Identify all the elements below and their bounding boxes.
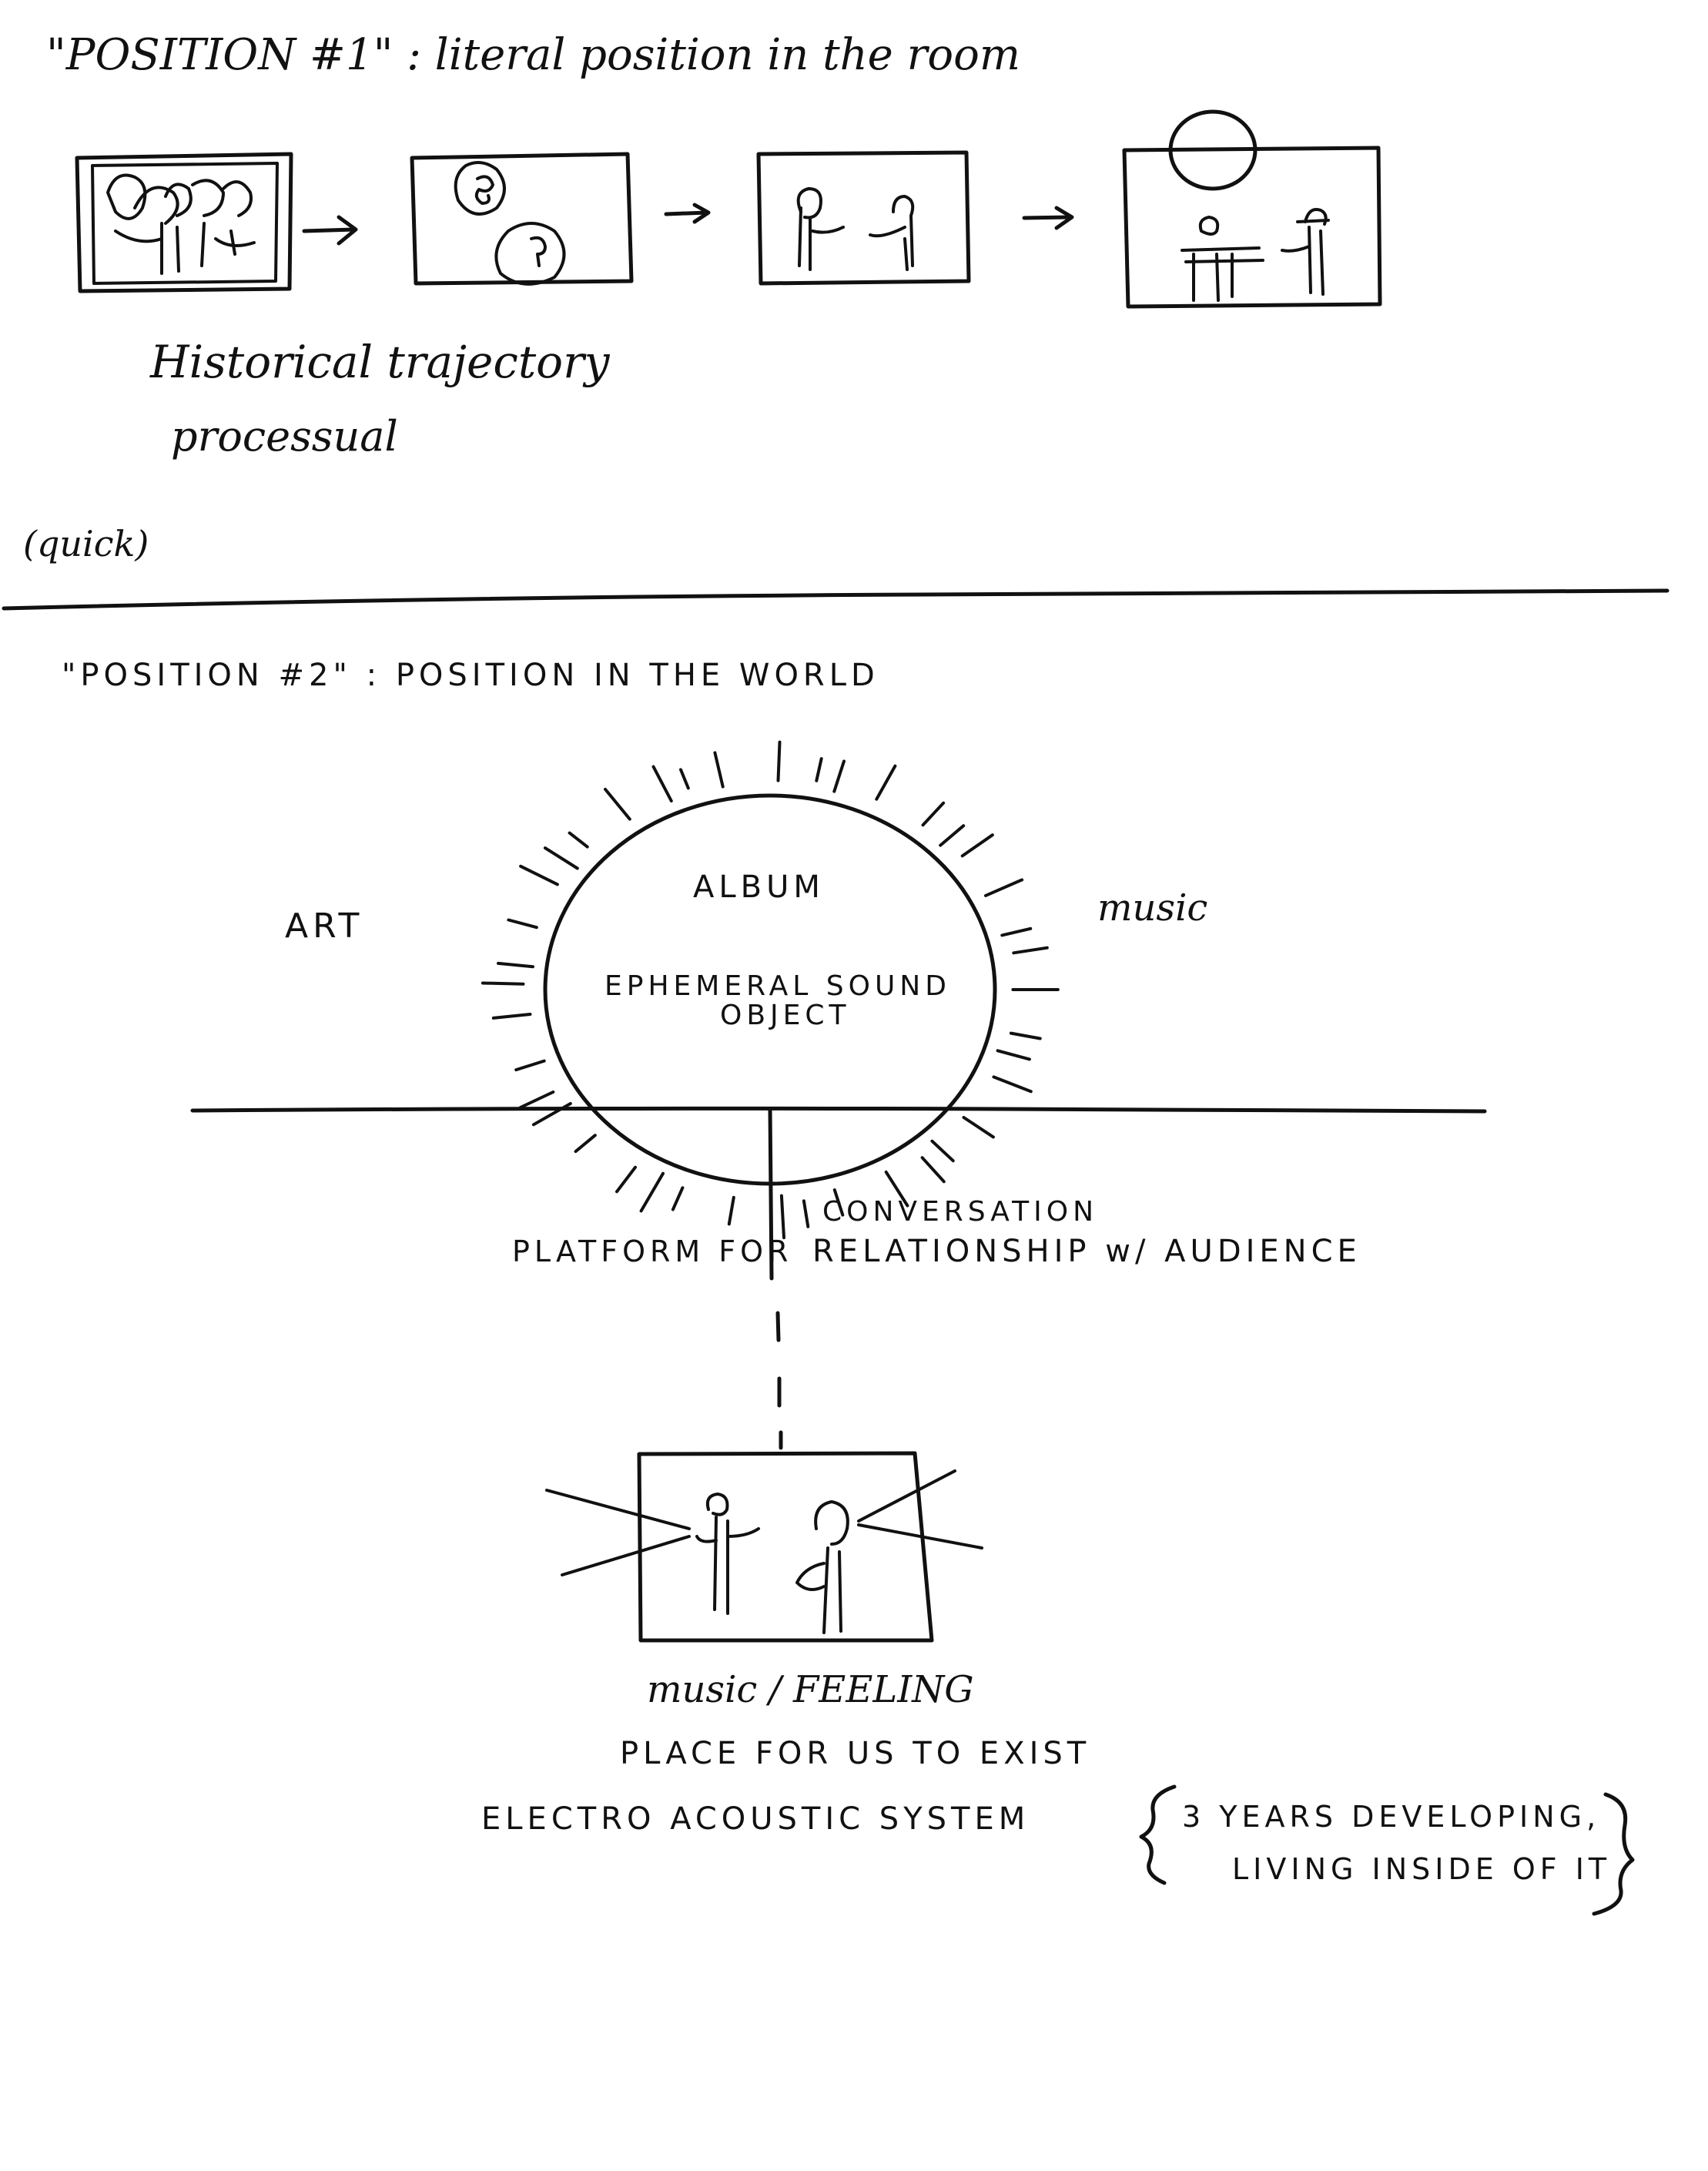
processual-note: processual <box>171 412 398 461</box>
storyboard-frame-3 <box>756 150 971 286</box>
years-developing-note: 3 YEARS DEVELOPING, <box>1182 1800 1600 1834</box>
ray-line <box>481 981 525 986</box>
crowd-figures-sketch <box>106 173 256 275</box>
ray-line <box>960 833 994 858</box>
ray-line <box>815 757 823 782</box>
ray-line <box>920 1156 946 1184</box>
performer-left-sketch <box>695 1493 760 1615</box>
ray-line <box>651 765 673 802</box>
ray-line <box>713 751 725 789</box>
ray-line <box>518 1091 555 1109</box>
ray-line <box>875 764 897 801</box>
position-2-heading: "POSITION #2" : POSITION IN THE WORLD <box>62 658 879 693</box>
ray-line <box>615 1165 637 1194</box>
ray-line <box>727 1195 735 1226</box>
ray-line <box>531 1102 572 1127</box>
ray-line <box>679 768 690 790</box>
ray-line <box>1000 926 1033 937</box>
dashed-connector <box>775 1311 783 1450</box>
connector-stem <box>768 1107 774 1281</box>
arrow-icon <box>664 203 711 224</box>
ray-line <box>832 759 846 793</box>
ray-line <box>568 831 589 849</box>
arrow-icon <box>302 215 358 246</box>
performer-right-sketch <box>795 1500 849 1634</box>
electroacoustic-caption: ELECTRO ACOUSTIC SYSTEM <box>481 1801 1030 1837</box>
ray-line <box>497 961 534 969</box>
ray-line <box>519 864 559 886</box>
ray-lines <box>481 740 1060 1240</box>
ray-line <box>574 1134 597 1154</box>
conversation-label: CONVERSATION <box>822 1196 1098 1228</box>
ray-line <box>1009 1031 1042 1040</box>
relationship-audience-label: RELATIONSHIP w/ AUDIENCE <box>812 1234 1361 1269</box>
moon-circle <box>1168 109 1258 191</box>
ray-line <box>992 1075 1033 1094</box>
ray-line <box>921 801 946 827</box>
ray-line <box>1012 946 1049 955</box>
ray-line <box>543 846 579 870</box>
ray-line <box>802 1199 810 1228</box>
horizon-line <box>190 1106 1487 1114</box>
ray-line <box>776 740 782 782</box>
historical-trajectory-note: Historical trajectory <box>149 336 611 388</box>
ray-line <box>962 1116 995 1139</box>
right-bracket <box>1592 1792 1635 1916</box>
ray-line <box>514 1059 546 1072</box>
performance-box <box>545 1451 983 1643</box>
position-1-heading: "POSITION #1" : literal position in the … <box>46 30 1020 80</box>
ray-line <box>939 824 966 847</box>
storyboard-frame-1 <box>75 152 293 293</box>
ray-line <box>491 1013 532 1020</box>
ray-line <box>604 787 631 821</box>
art-label: ART <box>285 906 363 946</box>
ephemeral-sound-label: EPHEMERAL SOUND <box>604 970 951 1002</box>
ray-line <box>671 1186 685 1211</box>
album-label: ALBUM <box>693 869 825 905</box>
living-inside-note: LIVING INSIDE OF IT <box>1232 1852 1611 1886</box>
ray-line <box>639 1171 665 1213</box>
section-divider <box>2 588 1669 611</box>
ray-line <box>507 918 538 930</box>
ray-line <box>884 1170 909 1208</box>
music-feeling-caption: music / FEELING <box>647 1668 974 1711</box>
ray-line <box>832 1188 845 1217</box>
ray-line <box>984 878 1024 897</box>
storyboard-frame-2 <box>410 152 634 286</box>
storyboard-frame-4 <box>1122 109 1382 309</box>
arrow-icon <box>1022 206 1074 230</box>
quick-aside: (quick) <box>23 523 149 565</box>
object-label: OBJECT <box>720 1000 851 1031</box>
left-bracket <box>1139 1784 1177 1885</box>
platform-for-label: PLATFORM FOR <box>512 1235 792 1268</box>
place-to-exist-caption: PLACE FOR US TO EXIST <box>620 1736 1090 1771</box>
ray-line <box>779 1194 785 1240</box>
music-label: music <box>1097 886 1207 930</box>
ray-line <box>996 1049 1031 1061</box>
ray-line <box>930 1139 955 1163</box>
